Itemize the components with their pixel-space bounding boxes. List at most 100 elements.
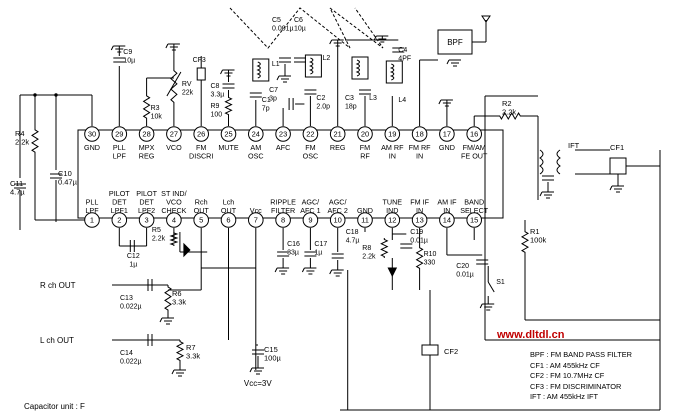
svg-text:RV: RV	[182, 81, 192, 88]
c8-capacitor	[222, 83, 235, 89]
svg-text:15: 15	[470, 216, 478, 225]
svg-text:RF: RF	[360, 152, 370, 161]
svg-text:REG: REG	[139, 152, 155, 161]
cf3-label: CF3	[193, 57, 206, 64]
c2-capacitor	[304, 89, 317, 95]
svg-text:IN: IN	[389, 152, 396, 161]
legend-cf3: CF3 : FM DISCRIMINATOR	[530, 381, 622, 391]
r4-label: R42.2k	[15, 129, 29, 147]
r7-ground	[171, 369, 186, 377]
svg-text:1µ: 1µ	[314, 250, 322, 257]
pin-7: 7	[248, 212, 264, 228]
svg-text:LPF1: LPF1	[111, 206, 128, 215]
svg-text:100µ: 100µ	[264, 354, 282, 363]
c9-ground	[110, 45, 126, 53]
l2-label: L2	[323, 55, 331, 62]
svg-text:R3: R3	[151, 105, 160, 112]
svg-text:27: 27	[170, 130, 178, 139]
c8-ground	[220, 69, 235, 77]
svg-text:R1: R1	[530, 227, 540, 236]
svg-text:2.2k: 2.2k	[502, 108, 516, 117]
svg-text:AGC/: AGC/	[302, 198, 320, 207]
r6-label: R63.3k	[172, 289, 186, 307]
pin-6: 6	[220, 212, 237, 228]
svg-text:GND: GND	[357, 206, 373, 215]
svg-text:AM RF: AM RF	[381, 143, 404, 152]
svg-text:22k: 22k	[182, 90, 194, 97]
svg-text:100: 100	[211, 112, 223, 119]
svg-text:C4: C4	[398, 47, 407, 54]
svg-text:AFC 2: AFC 2	[328, 206, 348, 215]
svg-text:30: 30	[88, 130, 96, 139]
svg-text:4PF: 4PF	[398, 56, 411, 63]
ift-capacitor	[542, 175, 554, 181]
pin-label-7: Vcc	[250, 206, 262, 215]
r2-resistor	[498, 111, 522, 121]
l3-ground	[373, 35, 389, 43]
st-led-indicator	[183, 242, 191, 258]
tuning-gang-link	[229, 7, 384, 49]
svg-text:IN: IN	[443, 206, 450, 215]
pin-26: 26	[193, 126, 209, 142]
r7-resistor	[175, 340, 185, 362]
pin-2: 2	[111, 212, 128, 228]
pin-25: 25	[220, 126, 237, 142]
svg-text:330: 330	[424, 260, 436, 267]
svg-text:0.01µ: 0.01µ	[410, 238, 428, 245]
c13-capacitor	[147, 279, 153, 291]
l1-label: L1	[272, 61, 280, 68]
c9-capacitor	[113, 57, 126, 63]
c18-ground	[329, 269, 344, 277]
component-legend: BPF : FM BAND PASS FILTER CF1 : AM 455kH…	[530, 350, 675, 403]
legend-bpf: BPF : FM BAND PASS FILTER	[530, 350, 632, 359]
r9-resistor	[224, 96, 233, 116]
svg-text:33µ: 33µ	[287, 250, 299, 257]
pin-5: 5	[193, 212, 209, 228]
svg-text:LPF2: LPF2	[138, 206, 155, 215]
svg-text:C9: C9	[123, 49, 132, 56]
pin-23: 23	[275, 126, 291, 142]
svg-text:C2: C2	[316, 95, 325, 102]
svg-text:C8: C8	[211, 83, 220, 90]
s1-switch	[487, 281, 495, 293]
r2-label: R22.2k	[502, 99, 516, 117]
r10-resistor	[415, 246, 424, 270]
ift-ground	[539, 191, 554, 199]
pin-label-21: REG	[330, 143, 346, 152]
r7-label: R73.3k	[186, 343, 200, 361]
pin-label-23: AFC	[276, 143, 290, 152]
c17-capacitor	[304, 251, 317, 257]
bpf-label: BPF	[447, 38, 463, 47]
l4-coil	[385, 60, 403, 84]
s1-label: S1	[496, 279, 505, 286]
svg-text:PILOT: PILOT	[136, 189, 157, 198]
c14-capacitor	[147, 334, 153, 346]
pin-21: 21	[329, 126, 346, 142]
pin-16: 16	[466, 126, 483, 142]
svg-text:FE OUT: FE OUT	[461, 152, 488, 161]
svg-text:AM: AM	[250, 143, 261, 152]
svg-text:C11: C11	[10, 179, 23, 188]
pin-29: 29	[111, 126, 128, 142]
svg-text:OSC: OSC	[303, 152, 319, 161]
svg-text:PLL: PLL	[86, 198, 99, 207]
svg-text:7: 7	[254, 216, 258, 225]
r5-resistor	[169, 232, 179, 246]
svg-text:C16: C16	[287, 241, 300, 248]
cf1-label: CF1	[610, 143, 624, 152]
svg-text:LPF: LPF	[85, 206, 99, 215]
svg-text:C1: C1	[262, 97, 271, 104]
c5-ground	[276, 75, 291, 83]
c15-ground	[249, 367, 264, 375]
